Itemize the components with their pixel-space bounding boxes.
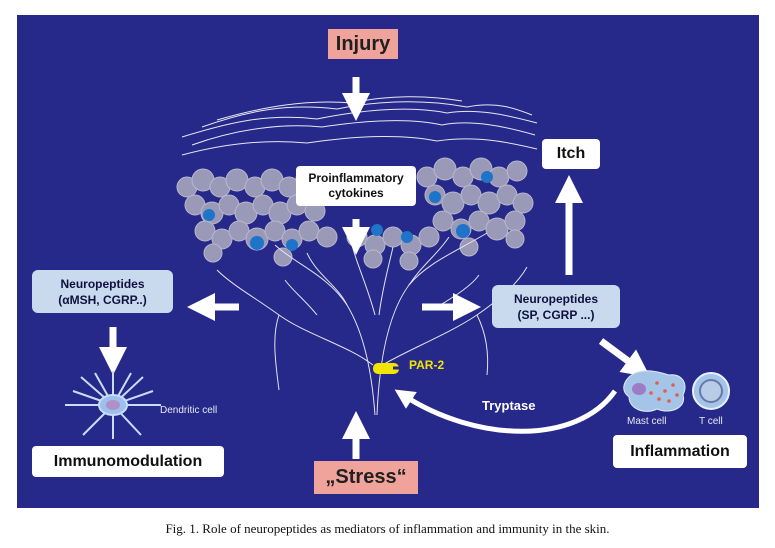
neuropeptides-left-line-2: (αMSH, CGRP..) — [58, 292, 147, 307]
figure-caption: Fig. 1. Role of neuropeptides as mediato… — [165, 521, 610, 536]
dendritic-cell — [65, 371, 161, 439]
proinflammatory-box: Proinflammatory cytokines — [296, 166, 416, 206]
neuropeptides-right-line-1: Neuropeptides — [513, 291, 598, 306]
diagram-graphics — [65, 77, 730, 459]
par2-label: PAR-2 — [409, 358, 445, 372]
injury-box: Injury — [328, 29, 398, 59]
immunomodulation-box: Immunomodulation — [32, 446, 224, 477]
diagram-figure: Injury Proinflammatory cytokines Itch Ne… — [17, 15, 759, 508]
neuropeptides-left-line-1: Neuropeptides — [60, 276, 145, 291]
itch-box: Itch — [542, 139, 600, 169]
tryptase-label: Tryptase — [482, 398, 536, 413]
stress-box: „Stress“ — [314, 461, 418, 494]
blue-cells — [203, 171, 493, 251]
proinflammatory-line-1: Proinflammatory — [308, 171, 404, 185]
neuropeptides-left-box: Neuropeptides (αMSH, CGRP..) — [32, 270, 173, 313]
tryptase-arrow — [394, 389, 618, 434]
skin-surface-lines — [181, 96, 538, 156]
proinflammatory-line-2: cytokines — [328, 186, 384, 200]
t-cell — [692, 372, 730, 410]
mast-cell — [623, 370, 686, 412]
t-cell-label: T cell — [699, 416, 723, 427]
flow-arrows — [99, 77, 651, 459]
neuropeptides-right-box: Neuropeptides (SP, CGRP ...) — [492, 285, 620, 328]
dendritic-cell-label: Dendritic cell — [160, 405, 218, 416]
inflammation-box: Inflammation — [613, 435, 747, 468]
mast-cell-label: Mast cell — [627, 416, 667, 427]
neuropeptides-right-line-2: (SP, CGRP ...) — [517, 307, 595, 322]
par2-receptor — [373, 363, 403, 374]
